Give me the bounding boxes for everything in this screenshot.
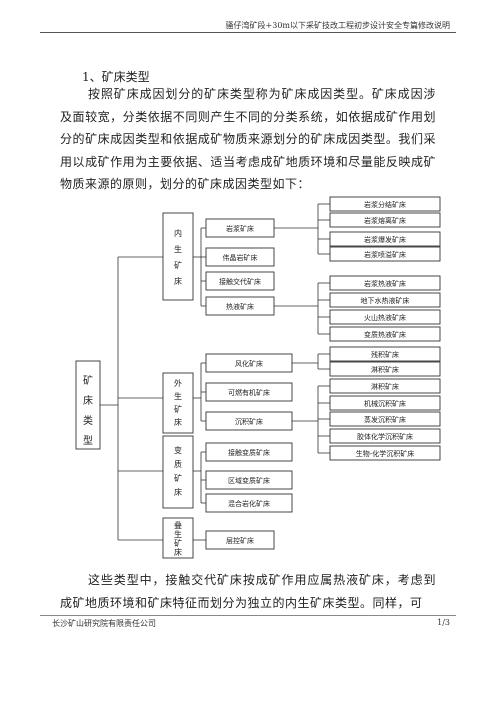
- subtype-box: [329, 378, 441, 394]
- footer-company: 长沙矿山研究院有限责任公司: [52, 619, 156, 628]
- subtype-box: [329, 346, 441, 362]
- type-label: 伟晶岩矿床: [223, 253, 258, 262]
- group-char: 矿: [174, 473, 182, 483]
- group-char: 床: [174, 547, 182, 557]
- subtype-label: 变质热液矿床: [364, 330, 406, 339]
- subtype-label: 岩浆分结矿床: [364, 200, 406, 209]
- type-box: [205, 470, 293, 490]
- root-char: 床: [83, 394, 93, 407]
- root-char: 矿: [83, 374, 93, 387]
- intro-paragraph: 按照矿床成因划分的矿床类型称为矿床成因类型。矿床成因涉及面较宽，分类依据不同则产…: [60, 87, 436, 192]
- type-label: 区域变质矿床: [228, 476, 270, 485]
- subtype-label: 淋积矿床: [371, 382, 399, 391]
- type-label: 接触变质矿床: [228, 448, 270, 457]
- type-label: 可燃有机矿床: [228, 388, 270, 397]
- subtype-label: 岩浆热液矿床: [364, 279, 406, 288]
- body-paragraph: 这些类型中，接触交代矿床按成矿作用应属热液矿床，考虑到成矿地质环境和矿床特征而划…: [60, 573, 436, 610]
- subtype-box: [329, 309, 441, 325]
- type-label: 岩浆矿床: [226, 224, 254, 233]
- subtype-box: [329, 246, 441, 262]
- group-char: 质: [174, 459, 182, 469]
- subtype-label: 岩浆爆发矿床: [364, 235, 406, 244]
- group-box-metamorphic: [162, 435, 194, 509]
- group-box-endogenic: [162, 212, 194, 301]
- group-char: 生: [174, 391, 182, 401]
- subtype-box: [329, 361, 441, 377]
- group-box-exogenic: [162, 372, 194, 434]
- subtype-label: 淋积矿床: [371, 365, 399, 374]
- subtype-box: [329, 231, 441, 247]
- type-label: 接触交代矿床: [219, 277, 261, 286]
- subtype-label: 岩浆熔离矿床: [364, 216, 406, 225]
- group-char: 床: [174, 487, 182, 497]
- type-box: [205, 493, 293, 513]
- section-title: 1、矿床类型: [82, 70, 150, 84]
- subtype-label: 生物-化学沉积矿床: [356, 449, 415, 458]
- subtype-box: [329, 196, 441, 212]
- group-char: 矿: [174, 538, 182, 548]
- type-box: [205, 382, 293, 402]
- subtype-box: [329, 445, 441, 461]
- group-char: 矿: [174, 260, 182, 270]
- root-char: 型: [83, 434, 93, 447]
- type-box: [205, 442, 293, 462]
- type-label: 层控矿床: [226, 536, 254, 545]
- subtype-box: [329, 411, 441, 427]
- subtype-label: 机械沉积矿床: [364, 399, 406, 408]
- type-label: 风化矿床: [235, 359, 263, 368]
- group-char: 变: [174, 445, 182, 455]
- header-rule: [40, 32, 456, 33]
- subtype-label: 火山热液矿床: [364, 313, 406, 322]
- subtype-box: [329, 292, 441, 308]
- group-char: 床: [174, 276, 182, 286]
- subtype-label: 蒸发沉积矿床: [364, 415, 406, 424]
- subtype-label: 岩浆喷溢矿床: [364, 250, 406, 259]
- subtype-label: 地下水热液矿床: [361, 296, 410, 305]
- subtype-box: [329, 395, 441, 411]
- subtype-box: [329, 428, 441, 444]
- group-char: 叠: [174, 521, 182, 530]
- type-label: 沉积矿床: [235, 417, 263, 426]
- type-label: 混合岩化矿床: [228, 499, 270, 508]
- subtype-label: 残积矿床: [371, 350, 399, 359]
- type-box: [205, 247, 275, 267]
- footer-page-number: 1/3: [437, 618, 450, 627]
- type-label: 热液矿床: [226, 302, 254, 311]
- type-box: [205, 530, 275, 550]
- subtype-box: [329, 326, 441, 342]
- group-char: 外: [174, 378, 182, 388]
- page-header: 骚仔湾矿段+30m以下采矿技改工程初步设计安全专篇修改说明: [225, 21, 450, 30]
- group-char: 生: [174, 529, 182, 539]
- subtype-label: 胶体化学沉积矿床: [357, 432, 413, 441]
- footer-rule: [40, 615, 456, 616]
- group-char: 生: [174, 244, 182, 254]
- group-char: 内: [174, 228, 182, 238]
- subtype-box: [329, 275, 441, 291]
- group-char: 矿: [174, 404, 182, 414]
- root-box: [75, 360, 101, 450]
- group-char: 床: [174, 417, 182, 427]
- group-box-superimposed: [162, 517, 194, 559]
- root-char: 类: [83, 414, 93, 427]
- subtype-box: [329, 212, 441, 228]
- type-box: [205, 271, 275, 291]
